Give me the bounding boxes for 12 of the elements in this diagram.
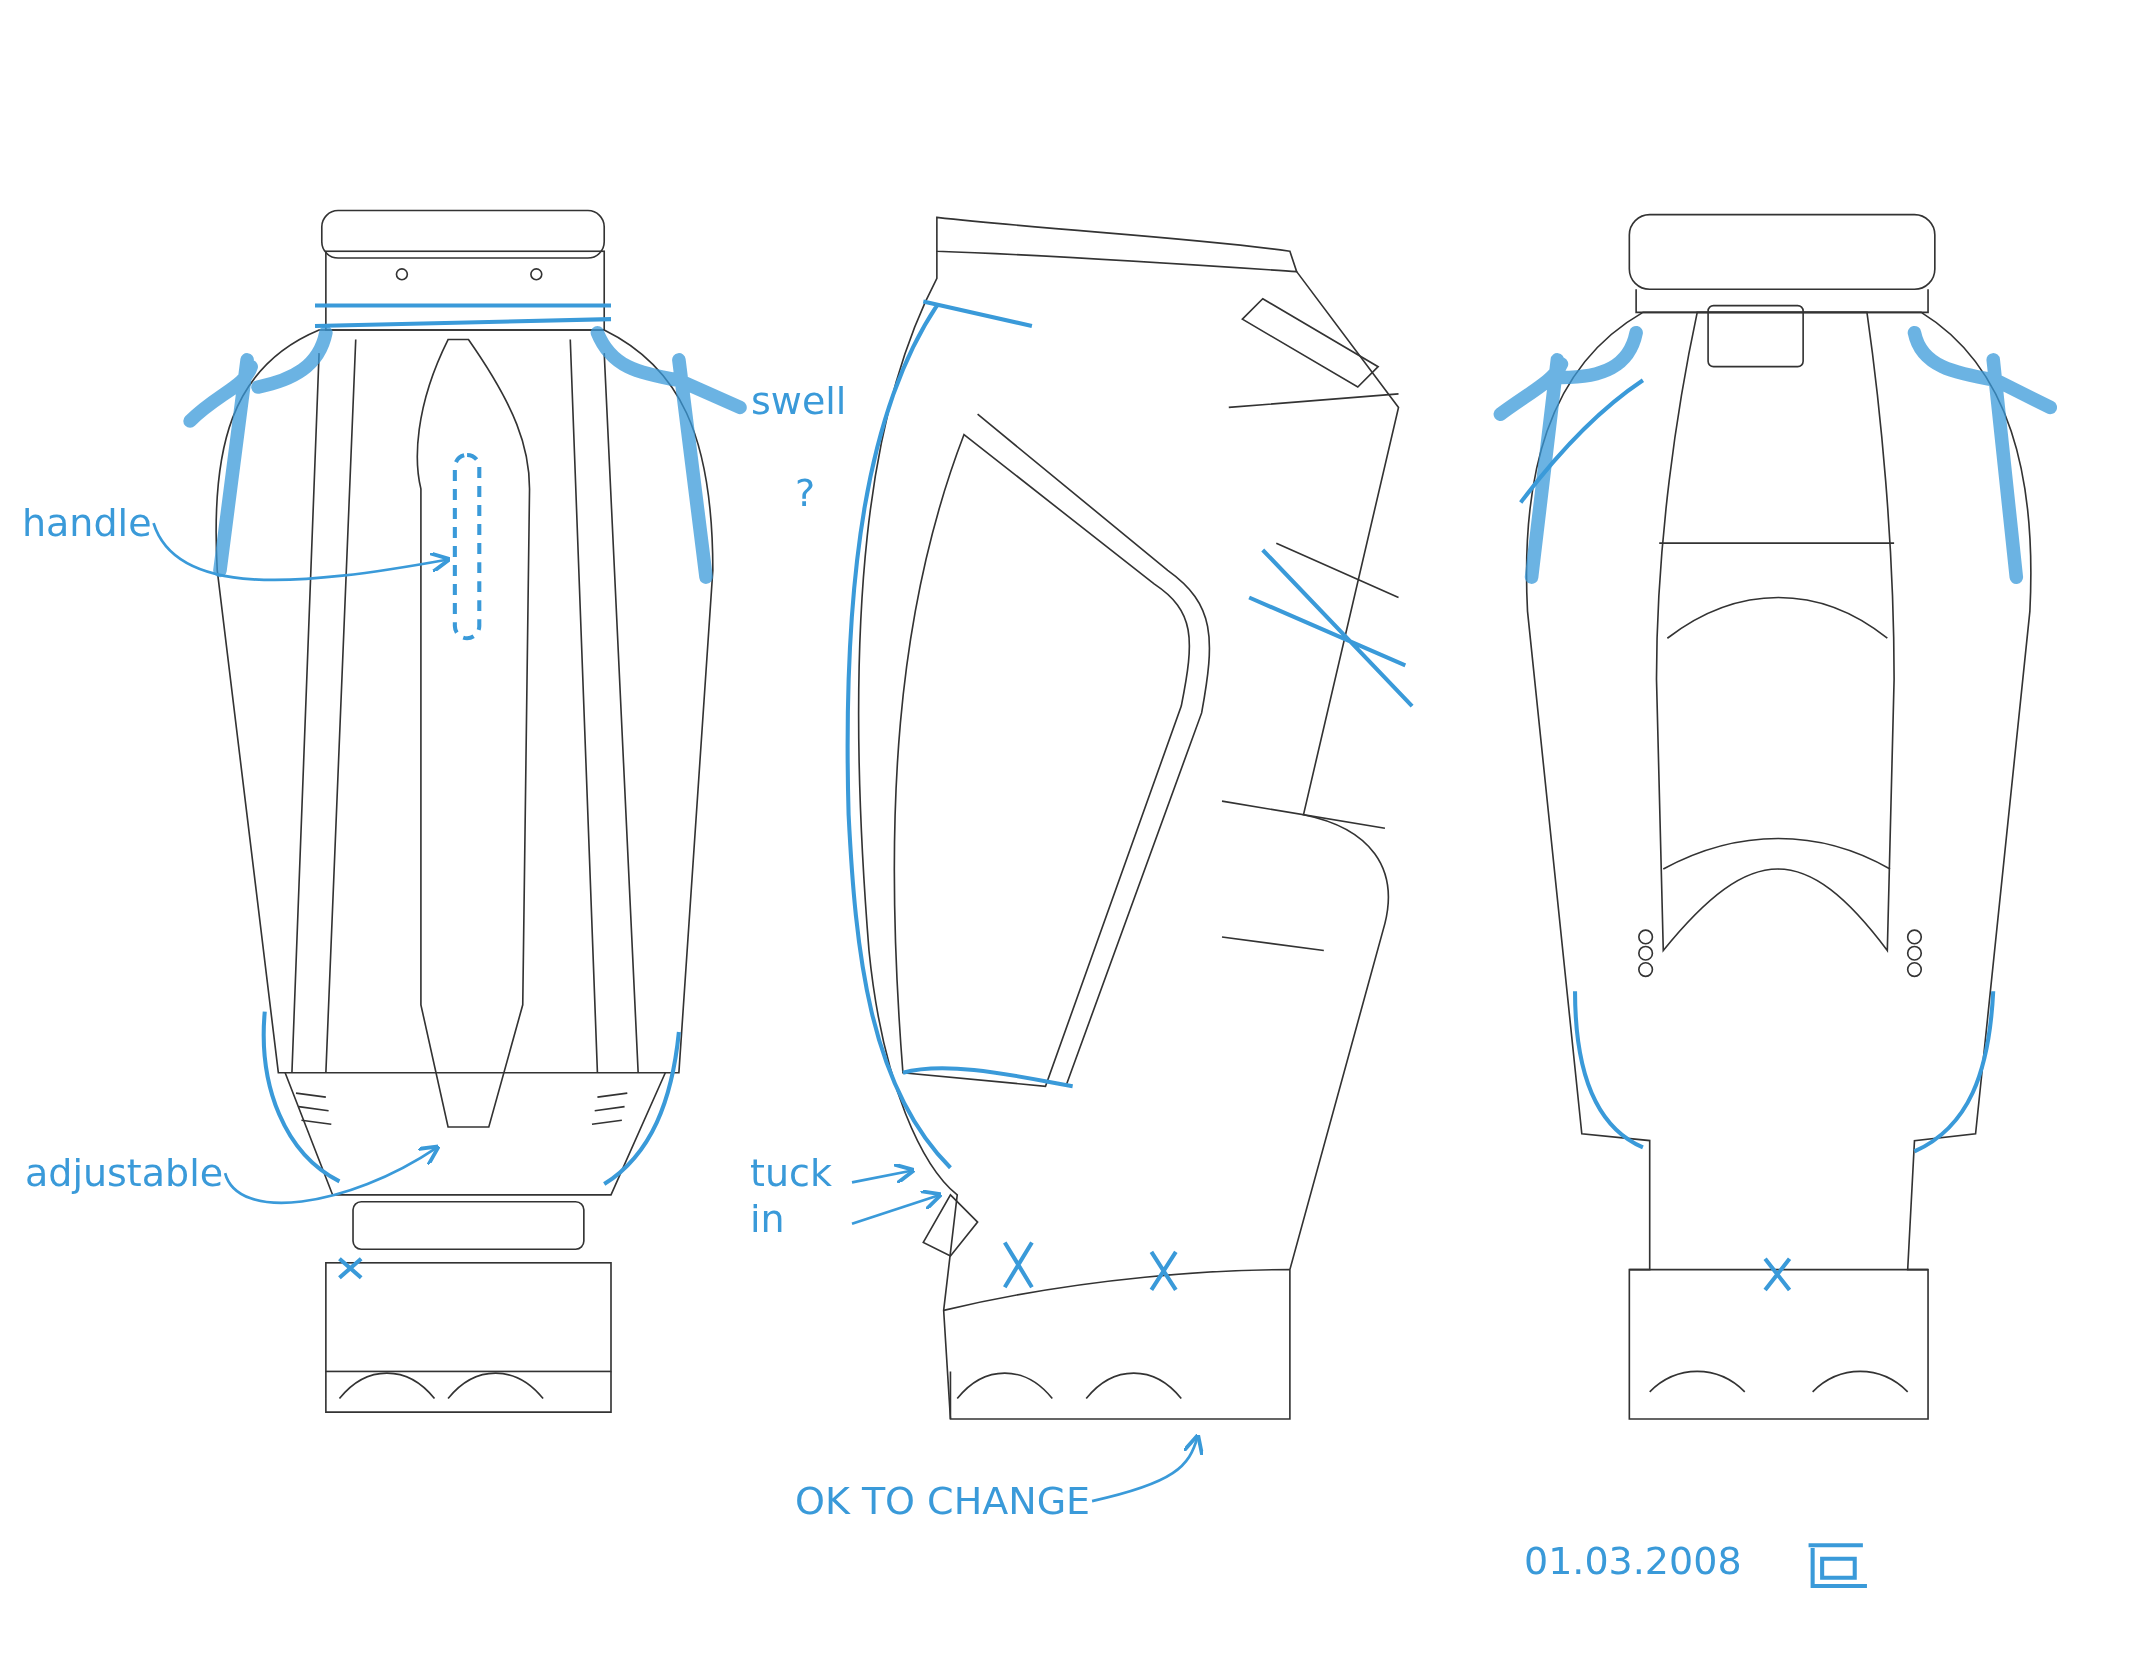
leader-arrow — [851, 1189, 944, 1225]
handwritten-note: tuck in — [750, 1150, 850, 1242]
handwritten-note: swell — [751, 378, 847, 424]
leader-arrow — [223, 1144, 441, 1205]
handwritten-note: OK TO CHANGE — [795, 1478, 1091, 1524]
leader-arrow — [1091, 1432, 1204, 1503]
question-mark: ? — [795, 470, 816, 516]
leader-arrow — [152, 522, 452, 582]
leader-arrow — [851, 1162, 917, 1185]
handwritten-note: handle — [22, 500, 152, 546]
handwritten-note: adjustable — [25, 1150, 224, 1196]
date-text: 01.03.2008 — [1524, 1538, 1742, 1584]
